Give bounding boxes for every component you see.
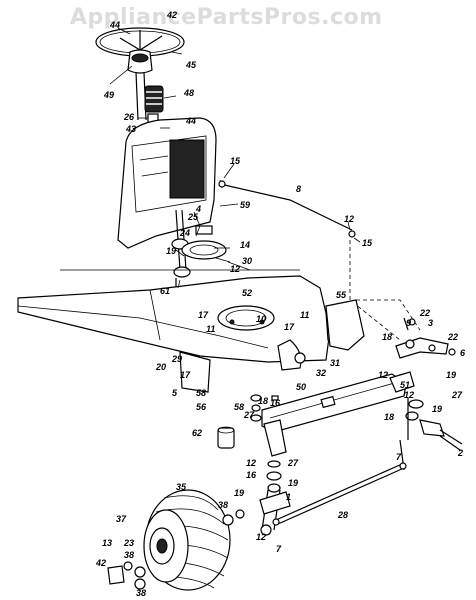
label-35: 35: [176, 482, 187, 492]
label-38-top: 38: [218, 500, 228, 510]
spindle-arm: [395, 317, 456, 359]
label-14: 14: [240, 240, 250, 250]
label-44-top: 44: [109, 20, 120, 30]
label-30: 30: [242, 256, 252, 266]
label-13: 13: [102, 538, 112, 548]
label-18-axle: 18: [384, 412, 394, 422]
label-12-spindle: 12: [246, 458, 256, 468]
label-17-frame: 17: [180, 370, 191, 380]
label-59: 59: [240, 200, 250, 210]
label-11-right: 11: [300, 310, 309, 320]
label-19-wheel: 19: [234, 488, 244, 498]
label-61: 61: [160, 286, 170, 296]
label-48: 48: [183, 88, 194, 98]
label-12-right: 12: [404, 390, 414, 400]
label-49: 49: [103, 90, 114, 100]
label-4: 4: [195, 204, 201, 214]
label-23: 23: [123, 538, 134, 548]
tie-rod: [272, 462, 407, 526]
label-12-gear: 12: [230, 264, 240, 274]
wheel-hardware: [107, 509, 245, 590]
label-18-right: 18: [382, 332, 392, 342]
label-17-right: 17: [284, 322, 295, 332]
label-12-bottom: 12: [256, 532, 266, 542]
label-12-axle: 12: [378, 370, 388, 380]
label-58-bottom: 58: [234, 402, 244, 412]
dash-console: [117, 117, 217, 249]
label-27-pivot: 27: [243, 410, 255, 420]
label-15-top: 15: [230, 156, 241, 166]
label-38-bottom: 38: [136, 588, 146, 598]
label-3: 3: [428, 318, 433, 328]
label-43: 43: [125, 124, 136, 134]
leader-lines: [109, 27, 361, 289]
label-52: 52: [242, 288, 252, 298]
label-9: 9: [406, 318, 411, 328]
label-22-right: 22: [447, 332, 458, 342]
pivot-parts: [250, 394, 279, 422]
bushing: [217, 426, 235, 449]
label-25: 25: [187, 212, 199, 222]
label-28: 28: [337, 510, 348, 520]
label-1: 1: [286, 492, 291, 502]
label-23-wheel: 38: [124, 550, 134, 560]
label-10: 10: [256, 314, 266, 324]
label-19-gear: 19: [166, 246, 176, 256]
label-58-left: 58: [196, 388, 206, 398]
label-7-right: 7: [396, 452, 402, 462]
label-19-spindle: 19: [432, 404, 442, 414]
tractor-frame: [17, 269, 363, 393]
steering-spacer: [144, 85, 164, 113]
label-55: 55: [336, 290, 347, 300]
axle-bracket: [325, 299, 421, 351]
label-42-top: 42: [166, 10, 177, 20]
label-7-bottom: 7: [276, 544, 282, 554]
label-50: 50: [296, 382, 306, 392]
steering-wheel: [95, 27, 185, 121]
label-24: 24: [179, 228, 190, 238]
label-27-spindle: 27: [287, 458, 299, 468]
label-27-right: 27: [451, 390, 463, 400]
label-56: 56: [196, 402, 207, 412]
label-6: 6: [460, 348, 466, 358]
label-5: 5: [172, 388, 178, 398]
label-31: 31: [330, 358, 340, 368]
label-45: 45: [185, 60, 197, 70]
label-44-mid: 44: [185, 116, 196, 126]
drag-link: [218, 179, 401, 341]
label-8: 8: [296, 184, 301, 194]
front-axle: [261, 371, 415, 457]
left-spindle: [259, 460, 291, 536]
label-15-rod: 15: [362, 238, 373, 248]
label-32: 32: [316, 368, 326, 378]
label-17-left: 17: [198, 310, 209, 320]
label-29: 29: [171, 354, 182, 364]
part-labels: 42 44 45 48 49 26 43 44 15 8 59 12 15 25…: [95, 10, 466, 598]
label-37: 37: [116, 514, 127, 524]
right-spindle: [399, 398, 463, 471]
label-12-rod: 12: [344, 214, 354, 224]
label-16-spindle: 16: [246, 470, 257, 480]
label-2: 2: [457, 448, 463, 458]
label-26: 26: [123, 112, 135, 122]
front-wheel: [143, 489, 231, 591]
label-11-left: 11: [206, 324, 215, 334]
label-16-pivot: 16: [270, 398, 281, 408]
label-42-bottom: 42: [95, 558, 106, 568]
label-19-right: 19: [446, 370, 456, 380]
label-18-pivot: 18: [258, 396, 268, 406]
label-22-top: 22: [419, 308, 430, 318]
label-19-spindle-left: 19: [288, 478, 298, 488]
label-62: 62: [192, 428, 202, 438]
watermark-text: AppliancePartsPros.com: [70, 5, 383, 30]
steering-gear: [171, 209, 227, 291]
label-20: 20: [155, 362, 166, 372]
label-51: 51: [400, 380, 410, 390]
